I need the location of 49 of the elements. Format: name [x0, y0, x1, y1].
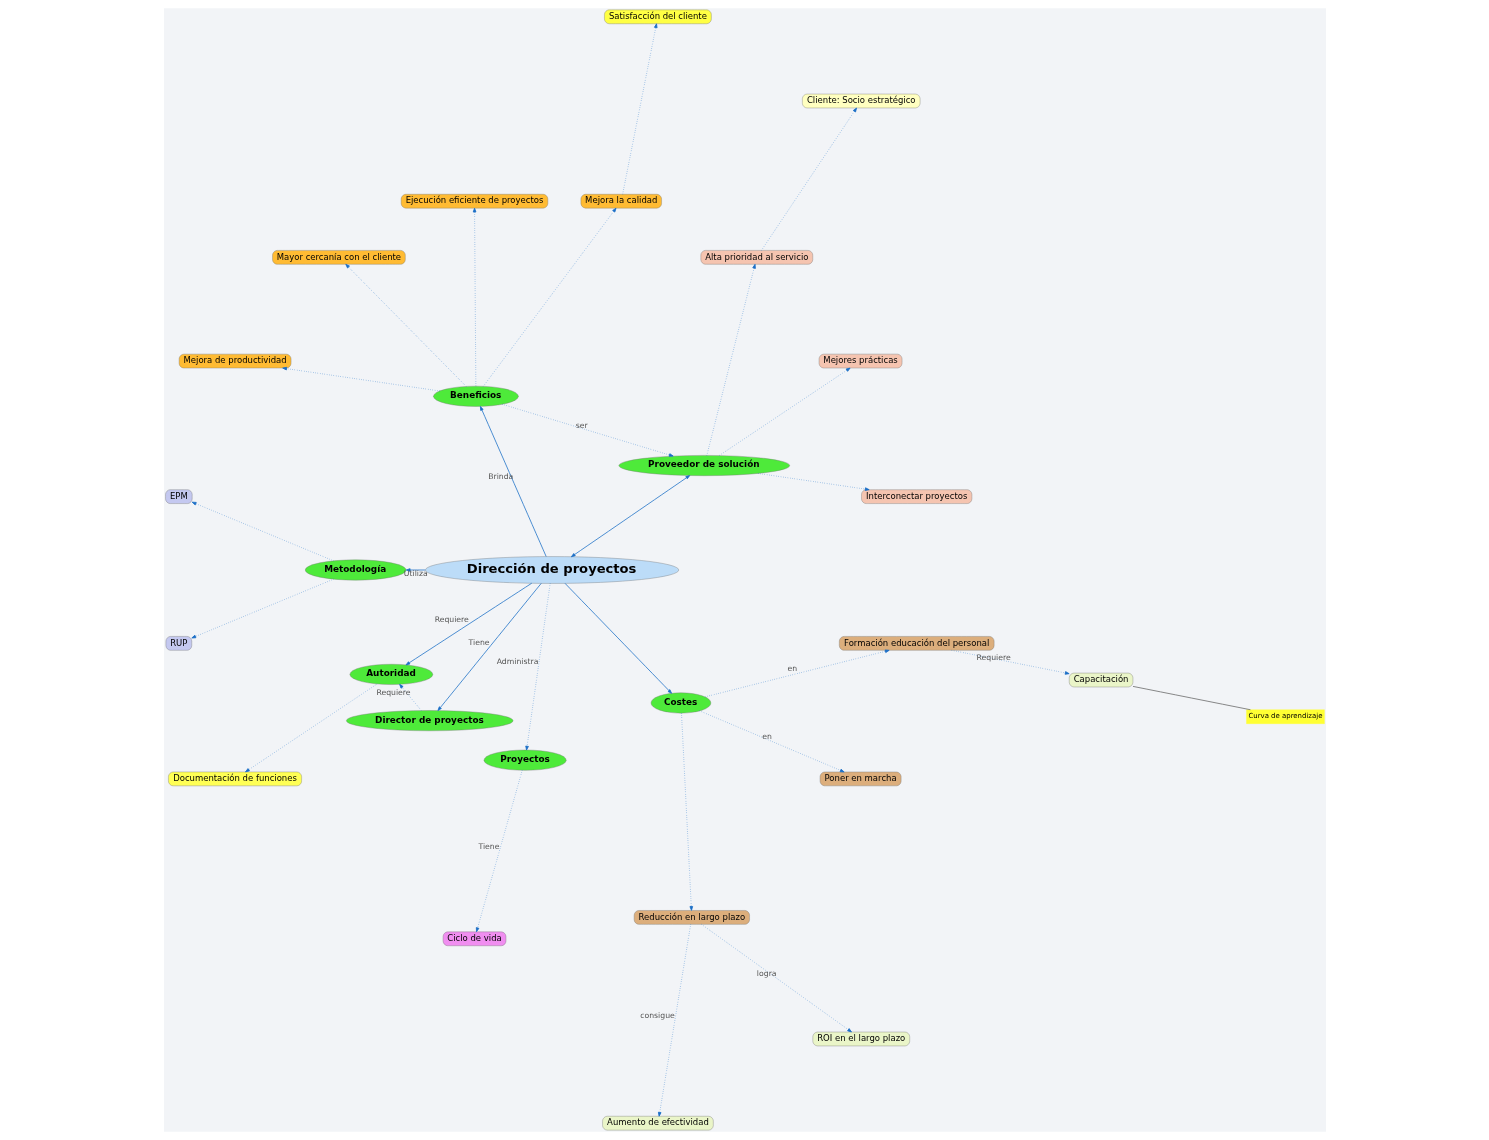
node-box: Satisfacción del cliente [603, 9, 712, 24]
arrow [760, 107, 857, 251]
arrow [475, 769, 523, 933]
node-ellipse: Costes [650, 692, 711, 714]
arrow [244, 683, 377, 773]
arrow [472, 207, 476, 387]
node-box: Documentación de funciones [167, 771, 302, 787]
node-box: Reducción en largo plazo [633, 910, 750, 925]
connector [1132, 686, 1251, 711]
node-box: Capacitación [1068, 672, 1133, 688]
arrow [479, 406, 547, 557]
arrow [398, 683, 422, 711]
node-box: Alta prioridad al servicio [700, 250, 813, 265]
arrow [705, 263, 756, 456]
arrow [344, 263, 467, 387]
arrow [570, 475, 690, 558]
arrow [281, 366, 440, 392]
arrow [718, 367, 850, 456]
node-box: Mayor cercanía con el cliente [271, 250, 405, 265]
arrow [680, 712, 693, 911]
arrow [405, 582, 532, 666]
arrow [698, 710, 845, 773]
node-box: Ejecución eficiente de proyectos [400, 194, 548, 209]
node-box: EPM [164, 489, 192, 504]
arrow [950, 649, 1070, 675]
arrow [501, 403, 674, 457]
arrow [657, 923, 691, 1117]
node-ellipse: Autoridad [349, 664, 433, 685]
node-box: Cliente: Socio estratégico [801, 93, 920, 109]
arrow [700, 923, 852, 1033]
node-ellipse: Director de proyectos [345, 710, 513, 731]
node-box: Aumento de efectividad [601, 1116, 714, 1131]
node-box: RUP [165, 636, 192, 651]
node-box: Mejores prácticas [818, 353, 902, 369]
arrow [482, 207, 616, 387]
node-box: Mejora la calidad [580, 194, 662, 209]
arrow [757, 473, 870, 491]
arrow [437, 583, 542, 711]
arrow [621, 23, 657, 195]
node-box: Ciclo de vida [442, 931, 506, 946]
node-ellipse: Beneficios [432, 385, 519, 407]
arrow [704, 649, 890, 698]
node-box: ROI en el largo plazo [812, 1031, 910, 1047]
arrow [564, 582, 672, 694]
arrow [190, 578, 334, 639]
arrow [405, 568, 426, 572]
node-ellipse: Proyectos [483, 749, 566, 771]
node-box: Poner en marcha [819, 771, 901, 787]
arrow [191, 501, 334, 562]
